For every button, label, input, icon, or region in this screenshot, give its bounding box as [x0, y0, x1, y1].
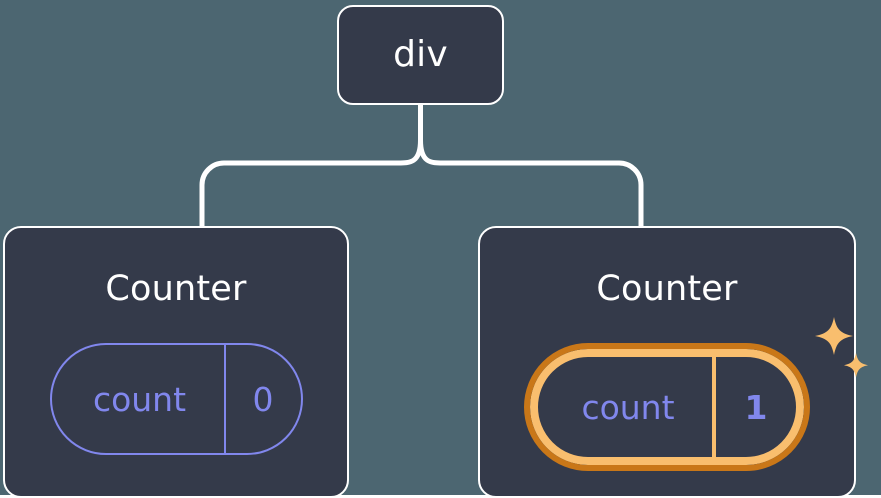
node-div-label: div	[393, 34, 448, 75]
node-counter-1-label: Counter	[596, 269, 738, 309]
connector-to-child-0	[199, 137, 423, 230]
node-counter-0[interactable]: Counter count 0	[3, 226, 349, 498]
node-counter-0-label: Counter	[105, 269, 247, 309]
sparkle-large-icon	[815, 317, 853, 355]
node-div[interactable]: div	[337, 5, 504, 105]
state-pill-wrap-0: count 0	[49, 343, 303, 455]
state-pill-0[interactable]: count 0	[49, 343, 303, 455]
connector-to-child-1	[418, 137, 644, 230]
node-counter-1[interactable]: Counter count 1	[478, 226, 868, 498]
state-key-1: count	[538, 357, 716, 457]
state-pill-1[interactable]: count 1	[524, 343, 810, 471]
state-pill-1-inner: count 1	[530, 349, 804, 465]
state-value-0: 0	[252, 379, 274, 419]
state-key-0: count	[52, 345, 226, 453]
state-value-1: 1	[744, 387, 768, 427]
state-pill-wrap-1: count 1	[524, 317, 868, 471]
